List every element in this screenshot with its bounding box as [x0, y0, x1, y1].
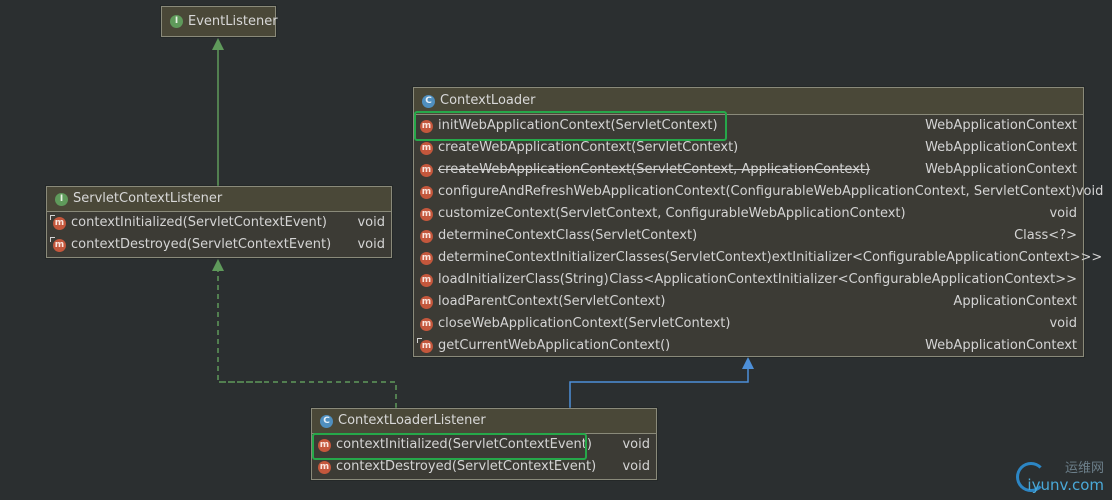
method-signature: determineContextInitializerClasses(Servl… — [438, 250, 772, 265]
method-signature: createWebApplicationContext(ServletConte… — [438, 140, 739, 155]
method-return-type: void — [622, 459, 650, 474]
method-row[interactable]: m closeWebApplicationContext(ServletCont… — [414, 313, 1083, 335]
method-signature: contextDestroyed(ServletContextEvent) — [336, 459, 597, 474]
method-signature: getCurrentWebApplicationContext() — [438, 338, 671, 353]
highlight-box — [414, 111, 727, 141]
method-row[interactable]: m determineContextInitializerClasses(Ser… — [414, 247, 1102, 269]
method-return-type: void — [357, 237, 385, 252]
method-icon: m — [50, 214, 66, 230]
node-eventlistener[interactable]: I EventListener — [161, 6, 278, 37]
node-contextloaderlistener[interactable]: C ContextLoaderListener m contextInitial… — [311, 408, 657, 480]
static-method-icon: m — [417, 337, 433, 353]
method-return-type: WebApplicationContext — [925, 140, 1077, 155]
method-signature: contextInitialized(ServletContextEvent) — [71, 215, 327, 230]
node-header: C ContextLoaderListener — [312, 409, 656, 434]
method-icon: m — [318, 438, 331, 452]
method-row[interactable]: m createWebApplicationContext(ServletCon… — [414, 137, 1083, 159]
method-signature: configureAndRefreshWebApplicationContext… — [438, 184, 1076, 199]
node-header: I EventListener — [162, 7, 278, 36]
arrowhead-scl — [212, 259, 224, 271]
method-icon: m — [420, 207, 433, 221]
edge-cll-to-contextloader — [569, 368, 749, 408]
node-header: C ContextLoader — [414, 88, 1083, 115]
method-icon: m — [420, 163, 433, 177]
method-signature: contextInitialized(ServletContextEvent) — [336, 437, 592, 452]
method-icon: m — [420, 251, 433, 265]
class-icon: C — [320, 414, 333, 428]
method-return-type: void — [1075, 184, 1104, 199]
method-return-type: WebApplicationContext — [925, 118, 1077, 133]
method-row[interactable]: m initWebApplicationContext(ServletConte… — [414, 115, 1083, 137]
watermark-url: iyunv.com — [1027, 476, 1104, 494]
method-return-type: ApplicationContext — [953, 294, 1077, 309]
method-row[interactable]: m contextDestroyed(ServletContextEvent) … — [312, 456, 656, 478]
method-return-type: void — [1049, 206, 1077, 221]
method-row[interactable]: m loadInitializerClass(String) Class<App… — [414, 269, 1083, 291]
method-icon: m — [50, 236, 66, 252]
method-signature: determineContextClass(ServletContext) — [438, 228, 698, 243]
watermark: 运维网 iyunv.com — [1027, 457, 1104, 494]
node-servletcontextlistener[interactable]: I ServletContextListener m contextInitia… — [46, 186, 392, 258]
method-signature: initWebApplicationContext(ServletContext… — [438, 118, 718, 133]
method-icon: m — [420, 229, 433, 243]
highlight-box — [312, 433, 587, 460]
method-signature: closeWebApplicationContext(ServletContex… — [438, 316, 731, 331]
node-title: ContextLoaderListener — [338, 413, 486, 428]
method-icon: m — [420, 119, 433, 133]
method-row[interactable]: m configureAndRefreshWebApplicationConte… — [414, 181, 1103, 203]
method-return-type: Class<?> — [1014, 228, 1077, 243]
method-row-deprecated[interactable]: m createWebApplicationContext(ServletCon… — [414, 159, 1083, 181]
watermark-logo-icon — [1016, 462, 1046, 492]
method-signature: createWebApplicationContext(ServletConte… — [438, 162, 871, 177]
interface-icon: I — [170, 15, 183, 28]
method-signature: customizeContext(ServletContext, Configu… — [438, 206, 906, 221]
method-icon: m — [420, 273, 433, 287]
method-row[interactable]: m contextDestroyed(ServletContextEvent) … — [47, 234, 391, 256]
method-row[interactable]: m getCurrentWebApplicationContext() WebA… — [414, 335, 1083, 357]
method-return-type: WebApplicationContext — [925, 338, 1077, 353]
method-row[interactable]: m customizeContext(ServletContext, Confi… — [414, 203, 1083, 225]
node-title: ContextLoader — [440, 93, 536, 108]
node-title: ServletContextListener — [73, 191, 223, 206]
method-row[interactable]: m contextInitialized(ServletContextEvent… — [47, 212, 391, 234]
method-icon: m — [420, 317, 433, 331]
method-icon: m — [420, 141, 433, 155]
method-icon: m — [420, 185, 433, 199]
method-signature: loadInitializerClass(String) — [438, 272, 609, 287]
method-return-type: void — [1049, 316, 1077, 331]
method-signature: loadParentContext(ServletContext) — [438, 294, 666, 309]
class-icon: C — [422, 94, 435, 108]
method-row[interactable]: m determineContextClass(ServletContext) … — [414, 225, 1083, 247]
method-row[interactable]: m loadParentContext(ServletContext) Appl… — [414, 291, 1083, 313]
method-icon: m — [420, 295, 433, 309]
method-return-type: Class<ApplicationContextInitializer<Conf… — [609, 272, 1077, 287]
edge-cll-to-scl — [217, 270, 397, 408]
arrowhead-eventlistener — [212, 38, 224, 50]
node-contextloader[interactable]: C ContextLoader m initWebApplicationCont… — [413, 87, 1103, 357]
method-return-type: void — [622, 437, 650, 452]
method-icon: m — [318, 460, 331, 474]
watermark-cn: 运维网 — [1064, 461, 1104, 476]
arrowhead-contextloader — [742, 357, 754, 369]
method-signature: contextDestroyed(ServletContextEvent) — [71, 237, 332, 252]
method-return-type: void — [357, 215, 385, 230]
method-return-type: extInitializer<ConfigurableApplicationCo… — [771, 250, 1103, 265]
method-return-type: WebApplicationContext — [925, 162, 1077, 177]
method-row[interactable]: m contextInitialized(ServletContextEvent… — [312, 434, 656, 456]
interface-icon: I — [55, 192, 68, 206]
node-title: EventListener — [188, 14, 278, 29]
node-header: I ServletContextListener — [47, 187, 391, 212]
